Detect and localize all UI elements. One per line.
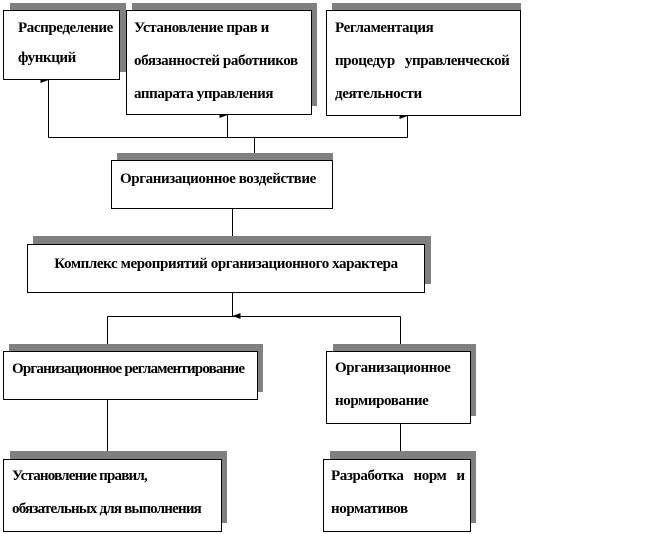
node-text: Организационное [335,360,451,376]
node-norming: Организационное нормирование [326,351,471,424]
node-text: обязательных для выполнения [12,501,202,517]
node-rights: Установление прав и обязанностей работни… [126,10,312,115]
node-text: Установление прав и [134,20,269,36]
node-procedures: Регламентация процедур управленческой де… [326,10,521,116]
node-text: Разработка норм и [331,468,465,484]
node-regulation: Организационное регламентирование [3,351,258,400]
node-complex: Комплекс мероприятий организационного ха… [27,244,425,293]
node-impact: Организационное воздействие [111,160,333,209]
node-text: функций [18,50,76,66]
node-norms: Разработка норм и нормативов [323,459,471,532]
node-text: нормативов [331,501,408,517]
node-text: процедур управленческой [335,53,510,69]
node-text: нормирование [335,393,429,409]
node-text: аппарата управления [134,86,274,102]
node-text: Регламентация [335,20,434,36]
node-distribution: Распределение функций [3,10,120,80]
node-text: Распределение [18,20,113,36]
node-rules: Установление правил, обязательных для вы… [3,459,222,532]
node-text: Организационное воздействие [120,171,316,187]
node-text: Организационное регламентирование [12,361,245,377]
node-text: Установление правил, [12,468,148,484]
node-text: обязанностей работников [134,53,298,69]
node-text: Комплекс мероприятий организационного ха… [54,256,398,272]
node-text: деятельности [335,86,422,102]
